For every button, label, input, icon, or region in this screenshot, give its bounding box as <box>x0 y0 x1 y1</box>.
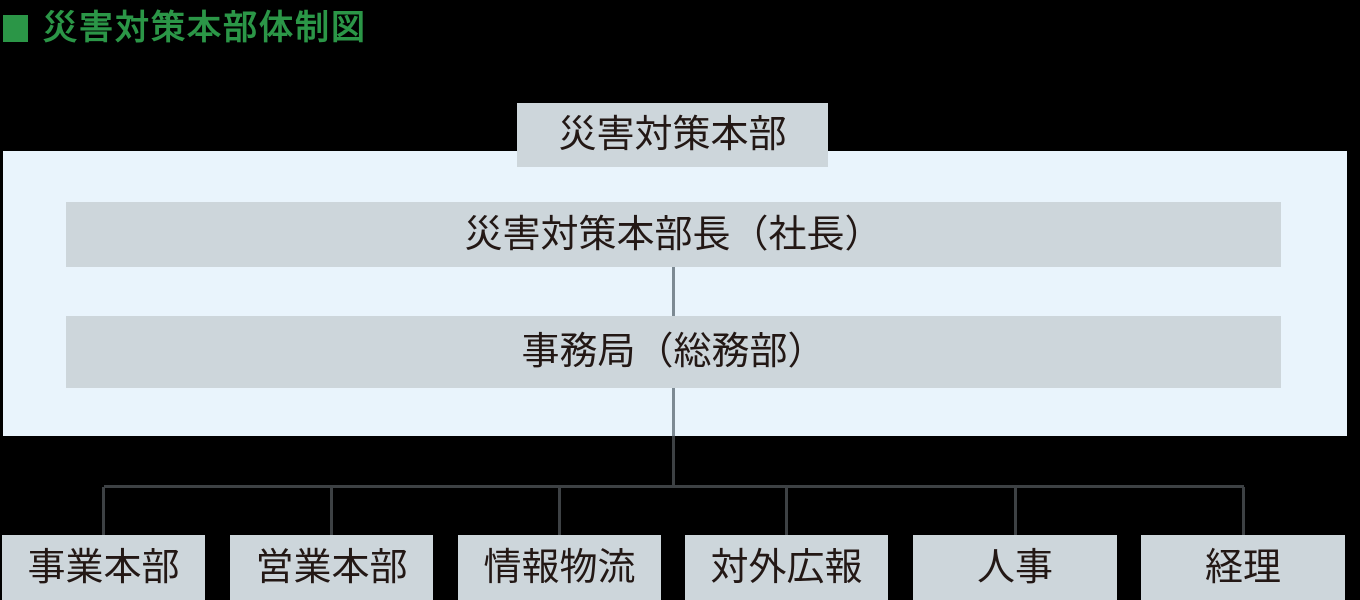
secretariat-label: 事務局（総務部） <box>521 331 826 373</box>
department-box: 人事 <box>913 535 1117 600</box>
department-box: 営業本部 <box>230 535 433 600</box>
connector-branch-horizontal <box>104 485 1244 488</box>
org-root-box: 災害対策本部 <box>517 103 828 167</box>
department-label: 情報物流 <box>483 546 636 589</box>
department-label: 営業本部 <box>255 546 408 589</box>
headquarters-panel <box>3 151 1347 436</box>
department-box: 対外広報 <box>685 535 888 600</box>
hq-chief-label: 災害対策本部長（社長） <box>464 213 883 256</box>
connector-drop-3 <box>558 487 561 535</box>
page-title-text: 災害対策本部体制図 <box>43 9 367 47</box>
connector-drop-4 <box>785 487 788 535</box>
department-box: 経理 <box>1141 535 1345 600</box>
org-root-label: 災害対策本部 <box>558 114 787 156</box>
department-label: 対外広報 <box>710 546 863 589</box>
department-box: 事業本部 <box>2 535 205 600</box>
connector-chief-to-secretariat <box>672 267 675 316</box>
department-label: 事業本部 <box>27 546 180 589</box>
department-box: 情報物流 <box>458 535 661 600</box>
connector-panel-to-branch <box>672 436 675 487</box>
secretariat-bar: 事務局（総務部） <box>66 316 1281 388</box>
connector-drop-6 <box>1242 487 1245 535</box>
department-label: 人事 <box>976 546 1053 589</box>
connector-secretariat-to-panel-edge <box>672 388 675 436</box>
title-bullet-icon <box>3 14 28 42</box>
hq-chief-bar: 災害対策本部長（社長） <box>66 202 1281 267</box>
connector-drop-2 <box>330 487 333 535</box>
connector-drop-1 <box>102 487 105 535</box>
department-label: 経理 <box>1204 546 1281 589</box>
page-title: 災害対策本部体制図 <box>3 11 367 45</box>
connector-drop-5 <box>1014 487 1017 535</box>
